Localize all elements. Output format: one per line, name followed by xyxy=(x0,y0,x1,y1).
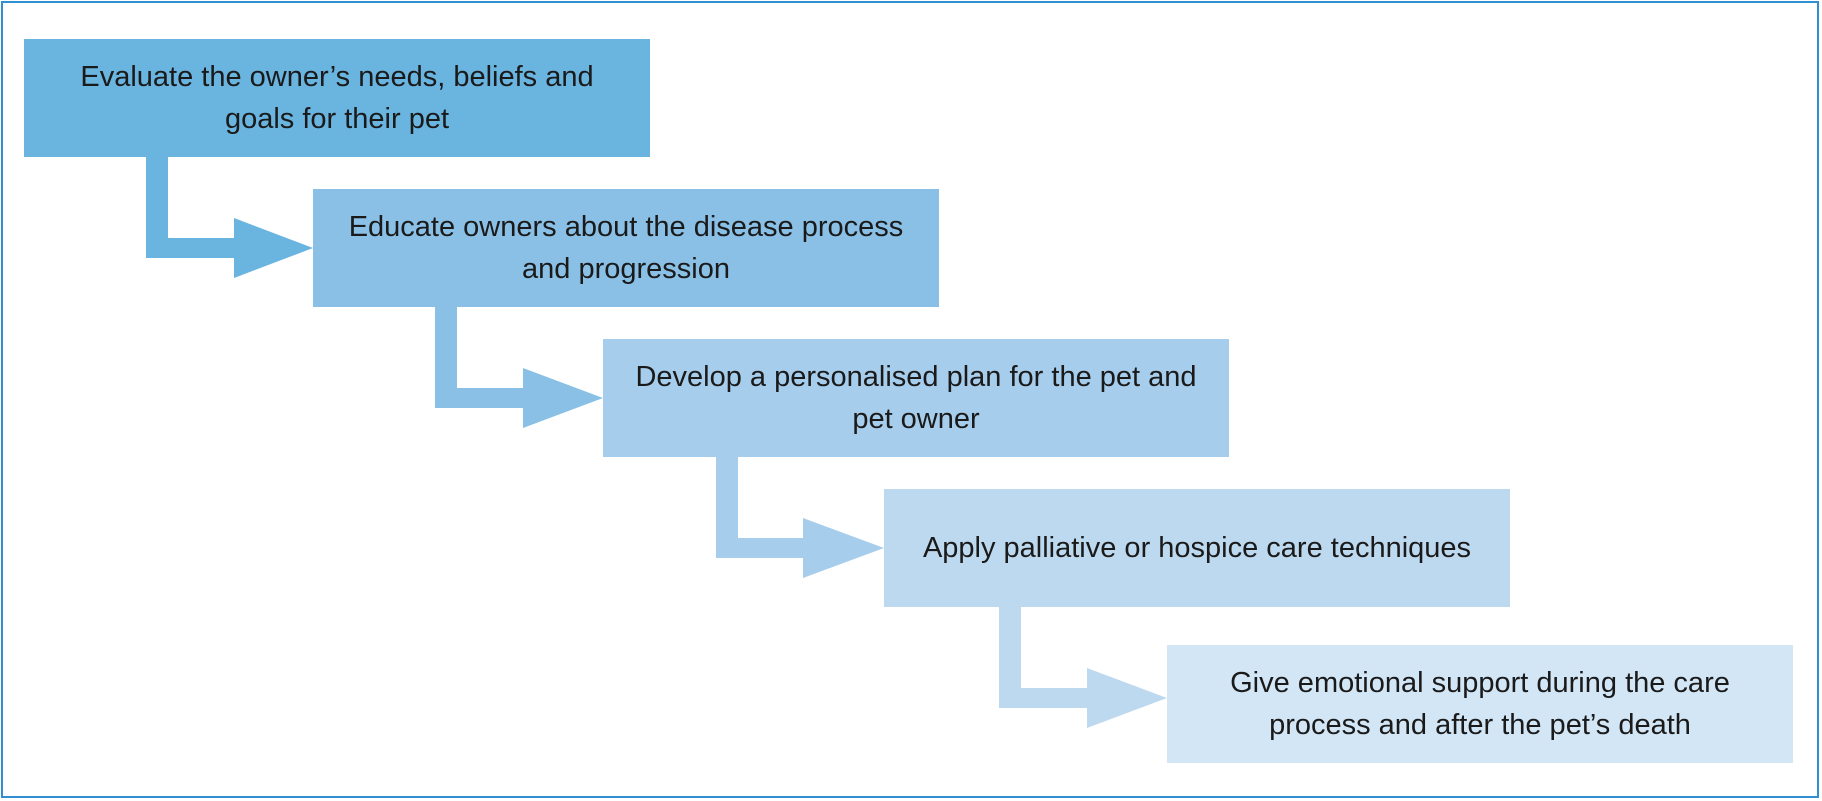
step-box-apply-care: Apply palliative or hospice care techniq… xyxy=(884,489,1510,607)
step-label-emotional-support: Give emotional support during the care p… xyxy=(1230,667,1730,741)
step-label-evaluate: Evaluate the owner’s needs, beliefs and … xyxy=(80,61,594,135)
step-label-apply-care: Apply palliative or hospice care techniq… xyxy=(922,532,1472,564)
step-label-develop-plan: Develop a personalised plan for the pet … xyxy=(635,361,1197,435)
step-box-educate: Educate owners about the disease process… xyxy=(313,189,939,307)
step-box-evaluate: Evaluate the owner’s needs, beliefs and … xyxy=(24,39,650,157)
step-box-emotional-support: Give emotional support during the care p… xyxy=(1167,645,1793,763)
step-box-develop-plan: Develop a personalised plan for the pet … xyxy=(603,339,1229,457)
step-label-educate: Educate owners about the disease process… xyxy=(348,211,904,285)
